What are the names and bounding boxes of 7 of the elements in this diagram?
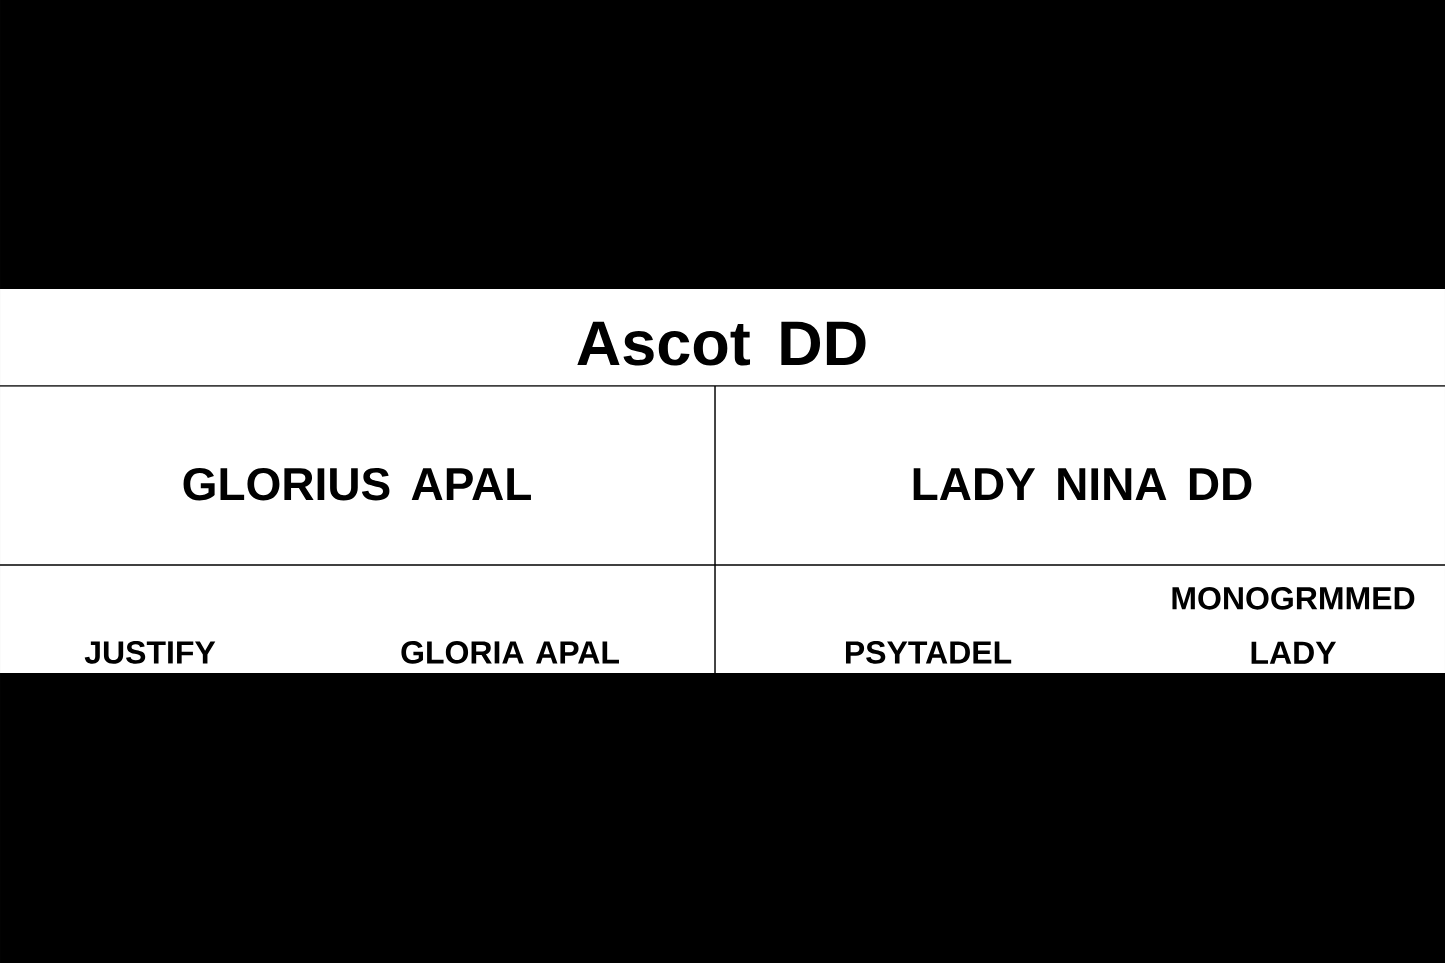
horse-name: LADY NINA DD	[913, 468, 1252, 500]
horse-name: MONOGRMMED LADY	[1172, 587, 1415, 664]
heading: Ascot DD	[577, 321, 866, 366]
horse-name: GLORIUS APAL	[183, 467, 531, 501]
horse-name: GLORIA APAL	[401, 641, 619, 664]
horse-name: PSYTADEL	[846, 641, 1012, 664]
horse-name: JUSTIFY	[84, 641, 216, 664]
